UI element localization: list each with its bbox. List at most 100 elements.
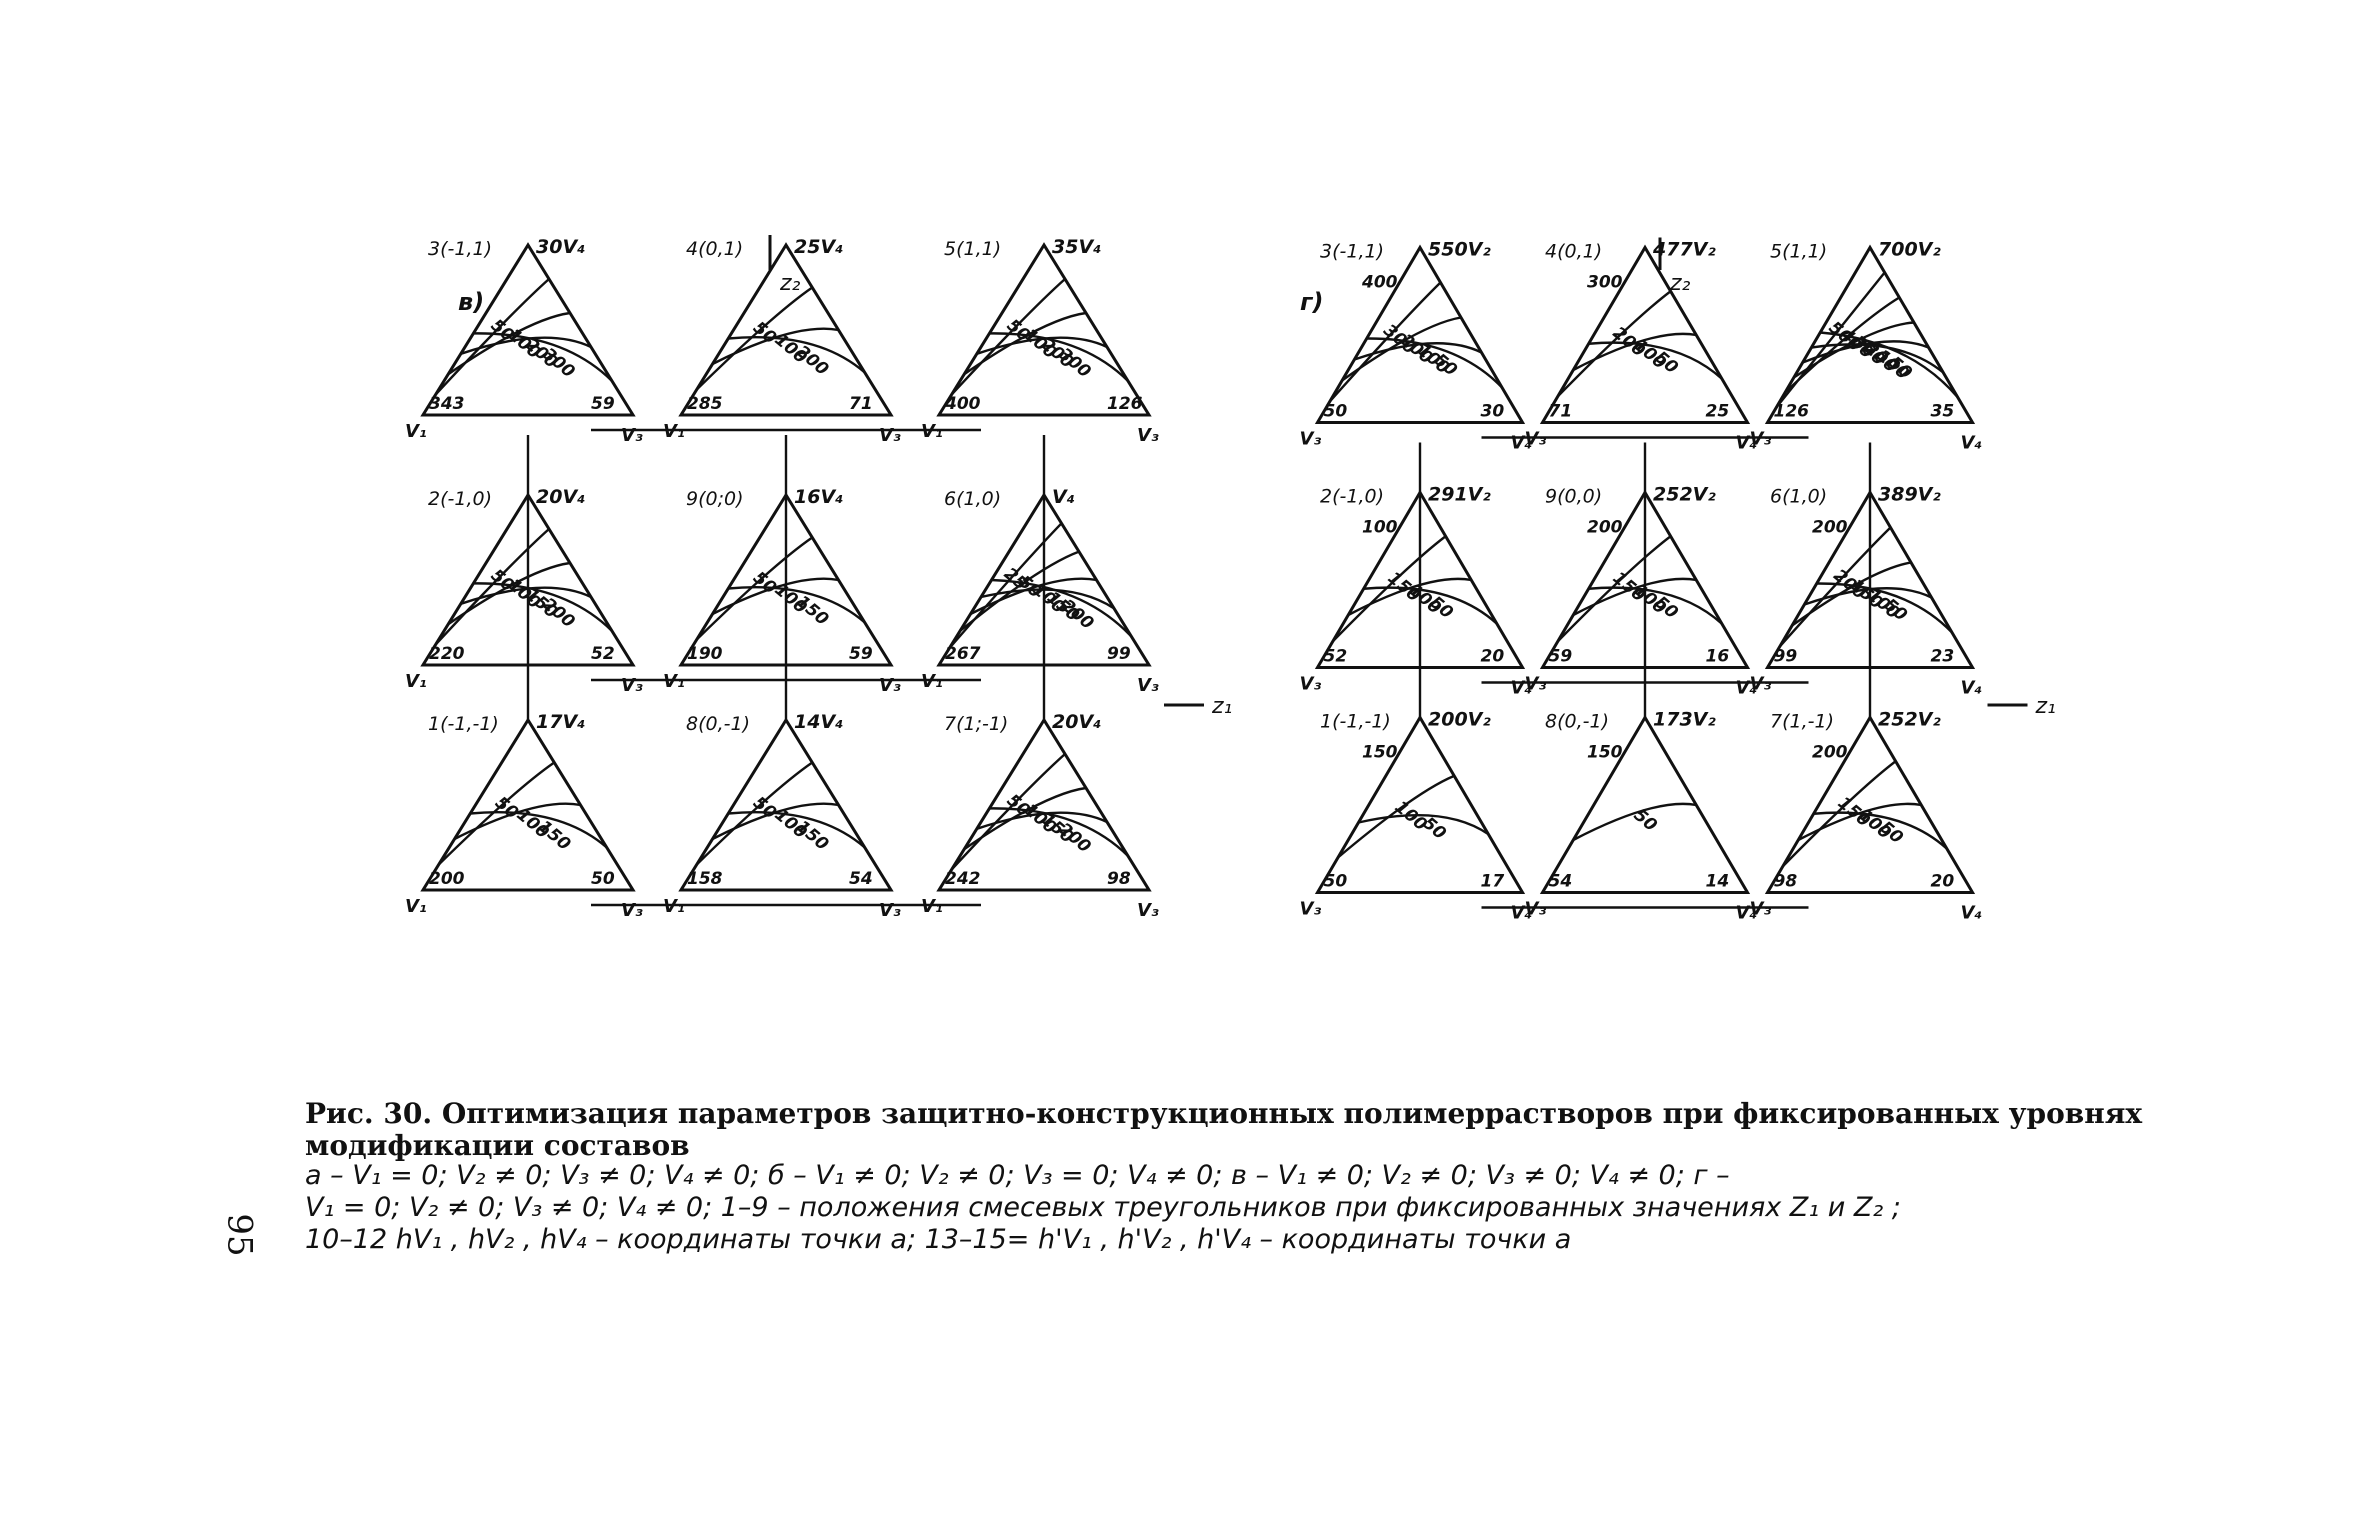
contour-line [711, 802, 839, 841]
contour-line [963, 311, 1087, 376]
figure-caption-legend: а – V₁ = 0; V₂ ≠ 0; V₃ ≠ 0; V₄ ≠ 0; б – … [305, 1160, 2165, 1256]
contour-line [950, 753, 1066, 871]
legend-line-2: V₁ = 0; V₂ ≠ 0; V₃ ≠ 0; V₄ ≠ 0; 1–9 – по… [305, 1192, 1901, 1223]
ternary-triangle [1314, 244, 1526, 424]
triangle-top-label: 17V₄ [536, 711, 585, 733]
left-base-value: 220 [429, 644, 465, 664]
right-vertex-label: V₄ [1511, 433, 1533, 454]
right-vertex-label: V₄ [1736, 678, 1758, 699]
left-base-value: 242 [945, 869, 981, 889]
z1-axis-label: z₁ [1211, 694, 1232, 719]
left-base-value: 52 [1324, 647, 1348, 667]
left-vertex-label: V₁ [405, 671, 427, 692]
ternary-triangle [1764, 714, 1976, 894]
left-base-value: 400 [944, 394, 981, 414]
contour-line [1588, 341, 1723, 380]
triangle-position-label: 1(-1,-1) [428, 713, 499, 735]
contour-line [989, 332, 1129, 382]
contour-line [959, 550, 1080, 632]
contour-line [711, 327, 839, 366]
left-vertex-label: V₁ [921, 421, 943, 442]
ternary-triangle [1764, 489, 1976, 669]
contour-line [1557, 290, 1672, 398]
triangle-position-label: 4(0,1) [1545, 241, 1602, 263]
triangle-top-label: 252V₂ [1653, 484, 1716, 506]
right-base-value: 23 [1931, 647, 1955, 667]
triangle-top-label: 20V₄ [536, 486, 585, 508]
left-base-value: 50 [1324, 872, 1348, 892]
left-vertex-label: V₃ [1525, 674, 1547, 695]
panel-letter: г) [1300, 288, 1324, 316]
figure-title: Оптимизация параметров защитно-конструкц… [305, 1097, 2143, 1162]
contour-line [460, 336, 592, 355]
triangle-position-label: 2(-1,0) [428, 488, 492, 510]
right-base-value: 99 [1107, 644, 1131, 664]
triangle-position-label: 5(1,1) [1770, 241, 1827, 263]
contour-line [991, 578, 1133, 638]
z1-axis-label: z₁ [2035, 694, 2056, 719]
contour-line [1572, 577, 1697, 617]
left-base-value: 267 [945, 644, 981, 664]
contour-line [437, 761, 555, 866]
triangle-position-label: 5(1,1) [944, 238, 1001, 260]
contour-line [1572, 802, 1697, 842]
triangle-top-label: 14V₄ [794, 711, 843, 733]
page-number: 95 [219, 1213, 260, 1257]
triangle-position-label: 1(-1,-1) [1320, 711, 1391, 733]
triangle-top-label: 173V₂ [1653, 709, 1716, 731]
contour-line [1341, 316, 1462, 382]
ternary-triangle [420, 492, 636, 667]
contour-line [963, 786, 1087, 851]
right-base-value: 126 [1107, 394, 1143, 414]
triangle-position-label: 8(0,-1) [1545, 711, 1609, 733]
triangle-position-label: 3(-1,1) [428, 238, 492, 260]
figure-caption-title: Рис. 30. Оптимизация параметров защитно-… [305, 1098, 2165, 1162]
contour-line [1366, 337, 1503, 389]
right-vertex-label: V₃ [879, 425, 901, 446]
contour-line [470, 811, 608, 849]
triangle-position-label: 4(0,1) [686, 238, 743, 260]
left-vertex-label: V₃ [1750, 899, 1772, 920]
contour-line [1782, 760, 1897, 868]
triangle-top-label: 700V₂ [1878, 239, 1941, 261]
triangle-position-label: 7(1,-1) [1770, 711, 1834, 733]
left-vertex-label: V₃ [1300, 674, 1322, 695]
triangle-top-label: 25V₄ [794, 236, 843, 258]
contour-line [1784, 296, 1900, 394]
right-vertex-label: V₃ [1137, 900, 1159, 921]
left-vertex-label: V₃ [1750, 674, 1772, 695]
right-vertex-label: V₄ [1736, 433, 1758, 454]
z2-axis-label: z₂ [1669, 271, 1691, 296]
ternary-triangle [936, 717, 1152, 892]
right-base-value: 35 [1931, 402, 1955, 422]
contour-line [950, 278, 1066, 396]
triangle-position-label: 6(1,0) [1770, 486, 1827, 508]
side-contour-label: 300 [1587, 273, 1623, 293]
contour-line [1797, 802, 1922, 842]
right-base-value: 25 [1706, 402, 1730, 422]
triangle-top-label: 20V₄ [1052, 711, 1101, 733]
left-base-value: 126 [1774, 402, 1810, 422]
right-base-value: 71 [849, 394, 873, 414]
contour-line [1337, 774, 1455, 859]
triangle-top-label: 477V₂ [1652, 239, 1716, 261]
contour-line [473, 332, 613, 382]
side-contour-label: 150 [1587, 743, 1623, 763]
triangle-position-label: 8(0,-1) [686, 713, 750, 735]
triangle-top-label: 35V₄ [1052, 236, 1101, 258]
right-base-value: 17 [1481, 872, 1505, 892]
left-vertex-label: V₃ [1525, 899, 1547, 920]
z2-axis-label: z₂ [779, 271, 801, 296]
contour-line [1557, 535, 1672, 643]
right-vertex-label: V₃ [621, 425, 643, 446]
contour-line [447, 311, 571, 376]
contour-line [728, 586, 866, 624]
contour-line [1588, 586, 1723, 625]
ternary-triangle [1539, 714, 1751, 894]
right-vertex-label: V₄ [1511, 903, 1533, 924]
triangle-position-label: 7(1;-1) [944, 713, 1008, 735]
triangle-top-label: 550V₂ [1428, 239, 1491, 261]
triangle-top-label: V₄ [1052, 486, 1075, 508]
left-vertex-label: V₁ [921, 896, 943, 917]
triangle-top-label: 389V₂ [1878, 484, 1941, 506]
